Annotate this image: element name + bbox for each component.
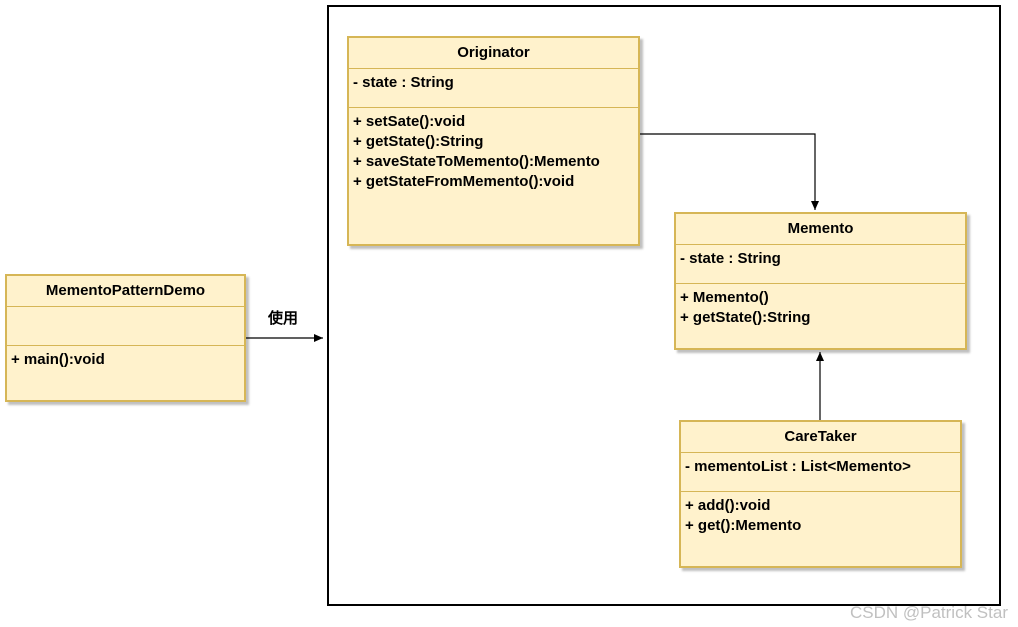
edge-originator-to-memento — [640, 133, 819, 210]
method: + getStateFromMemento():void — [353, 173, 575, 190]
class-memento[interactable]: Memento - state : String + Memento() + g… — [674, 212, 967, 350]
methods-section: + Memento() + getState():String — [676, 283, 965, 328]
method: + main():void — [11, 351, 105, 368]
method: + add():void — [685, 497, 771, 514]
attributes-section: - mementoList : List<Memento> — [681, 452, 960, 491]
attribute: - state : String — [353, 74, 454, 91]
class-name: CareTaker — [784, 428, 857, 445]
attribute: - mementoList : List<Memento> — [685, 458, 911, 475]
system-boundary — [327, 5, 1001, 606]
class-caretaker[interactable]: CareTaker - mementoList : List<Memento> … — [679, 420, 962, 568]
attributes-section: - state : String — [676, 244, 965, 283]
class-name: Originator — [457, 44, 530, 61]
attributes-section — [7, 306, 244, 345]
method: + saveStateToMemento():Memento — [353, 153, 600, 170]
method: + Memento() — [680, 289, 769, 306]
uses-label: 使用 — [268, 309, 299, 327]
watermark: CSDN @Patrick Star — [849, 603, 1008, 622]
class-name: Memento — [787, 220, 854, 237]
method: + getState():String — [680, 309, 811, 326]
class-memento-pattern-demo[interactable]: MementoPatternDemo + main():void — [5, 274, 246, 402]
method: + get():Memento — [685, 517, 802, 534]
methods-section: + setSate():void + getState():String + s… — [349, 107, 638, 192]
method: + getState():String — [353, 133, 484, 150]
method: + setSate():void — [353, 113, 466, 130]
methods-section: + add():void + get():Memento — [681, 491, 960, 536]
methods-section: + main():void — [7, 345, 244, 370]
class-originator[interactable]: Originator - state : String + setSate():… — [347, 36, 640, 246]
attributes-section: - state : String — [349, 68, 638, 107]
class-name: MementoPatternDemo — [45, 282, 206, 299]
attribute: - state : String — [680, 250, 781, 267]
